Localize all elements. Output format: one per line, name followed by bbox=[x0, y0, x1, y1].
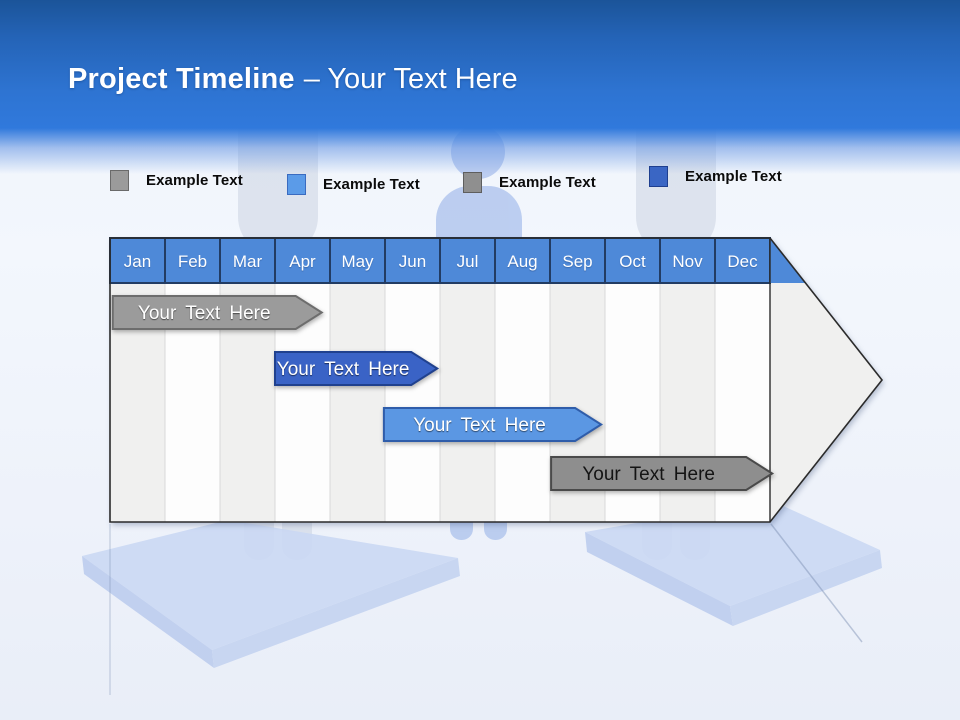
arrow-head-area bbox=[770, 283, 882, 522]
month-label: Apr bbox=[289, 252, 316, 271]
month-label: Oct bbox=[619, 252, 646, 271]
month-label: May bbox=[341, 252, 374, 271]
timeline-arrow-outline bbox=[109, 237, 884, 523]
month-label: Sep bbox=[562, 252, 592, 271]
month-cell[interactable] bbox=[494, 237, 551, 284]
month-label: Dec bbox=[727, 252, 758, 271]
month-cell[interactable] bbox=[329, 237, 386, 284]
month-label: Jul bbox=[457, 252, 479, 271]
month-label: Aug bbox=[507, 252, 537, 271]
milestone-bar[interactable] bbox=[382, 407, 604, 442]
month-label: Nov bbox=[672, 252, 703, 271]
milestone-bar-label[interactable]: Your Text Here bbox=[138, 303, 271, 324]
chart-reflection-lines bbox=[109, 523, 863, 695]
month-label: Jun bbox=[399, 252, 426, 271]
milestone-bar[interactable] bbox=[111, 295, 324, 330]
milestone-bar-label[interactable]: Your Text Here bbox=[277, 359, 410, 380]
month-label: Jan bbox=[124, 252, 151, 271]
platform-box-right bbox=[585, 500, 882, 626]
month-label: Mar bbox=[233, 252, 263, 271]
platform-box-left bbox=[82, 520, 460, 668]
month-cell[interactable] bbox=[274, 237, 331, 284]
timeline-column bbox=[385, 283, 440, 522]
milestone-bar-label[interactable]: Your Text Here bbox=[413, 415, 546, 436]
month-cell[interactable] bbox=[439, 237, 496, 284]
milestone-bar[interactable] bbox=[274, 351, 440, 386]
month-label: Feb bbox=[178, 252, 207, 271]
timeline-column bbox=[495, 283, 550, 522]
month-cell[interactable] bbox=[604, 237, 661, 284]
milestone-bar[interactable] bbox=[550, 456, 775, 491]
timeline-column bbox=[330, 283, 385, 522]
milestone-bar-label[interactable]: Your Text Here bbox=[582, 464, 715, 485]
timeline-column bbox=[440, 283, 495, 522]
